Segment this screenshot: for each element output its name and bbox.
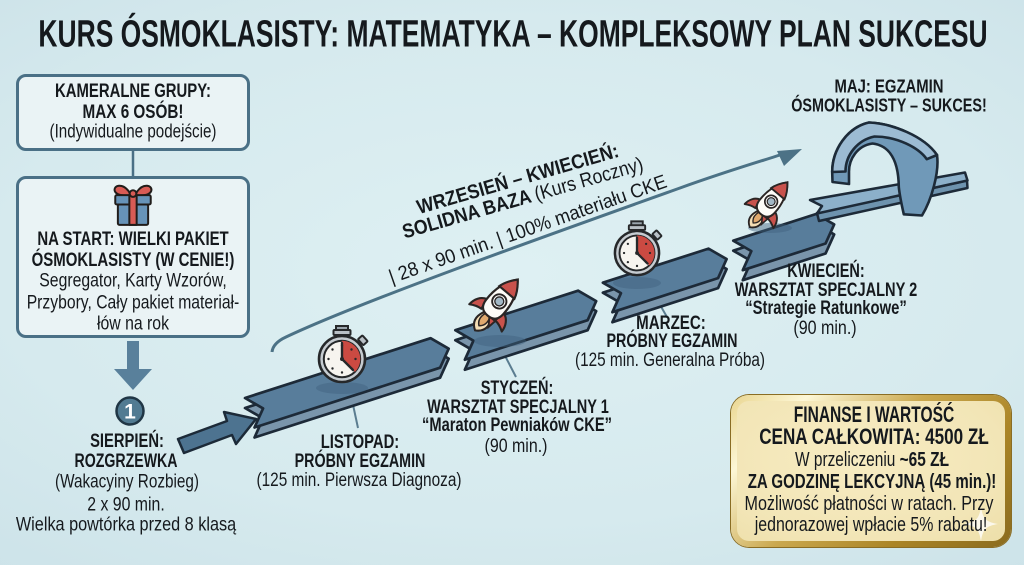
svg-text:1: 1 <box>124 401 136 424</box>
